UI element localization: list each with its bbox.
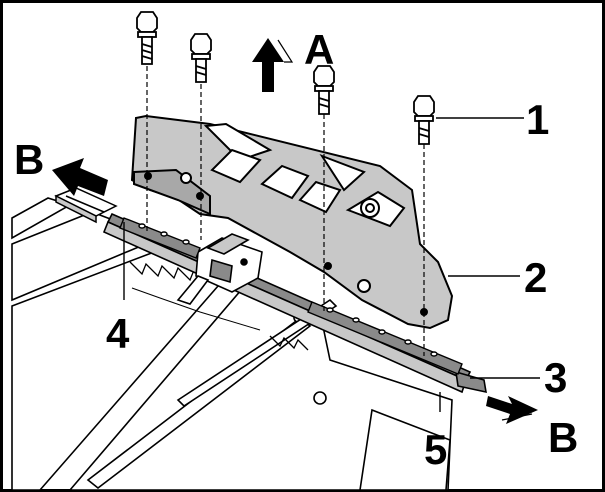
bolt-axis-lines — [146, 66, 425, 356]
left-slide-piece — [54, 187, 118, 224]
callout-5: 5 — [424, 426, 447, 473]
arrow-right-icon — [486, 396, 538, 424]
latch-clip — [176, 233, 263, 305]
direction-label-left: B — [14, 136, 44, 183]
mounting-bracket — [130, 114, 454, 330]
direction-label-right: B — [548, 414, 578, 461]
bolt-icon — [136, 11, 435, 145]
floor-surface — [11, 197, 453, 491]
callout-2: 2 — [524, 254, 547, 301]
leader-lines — [123, 117, 540, 412]
callout-3: 3 — [544, 354, 567, 401]
callout-4: 4 — [106, 310, 130, 357]
callout-1: 1 — [526, 96, 549, 143]
arrow-up-icon — [252, 38, 294, 92]
rod — [86, 298, 338, 490]
arrow-left-icon — [52, 158, 108, 196]
direction-label-up: A — [304, 26, 334, 73]
